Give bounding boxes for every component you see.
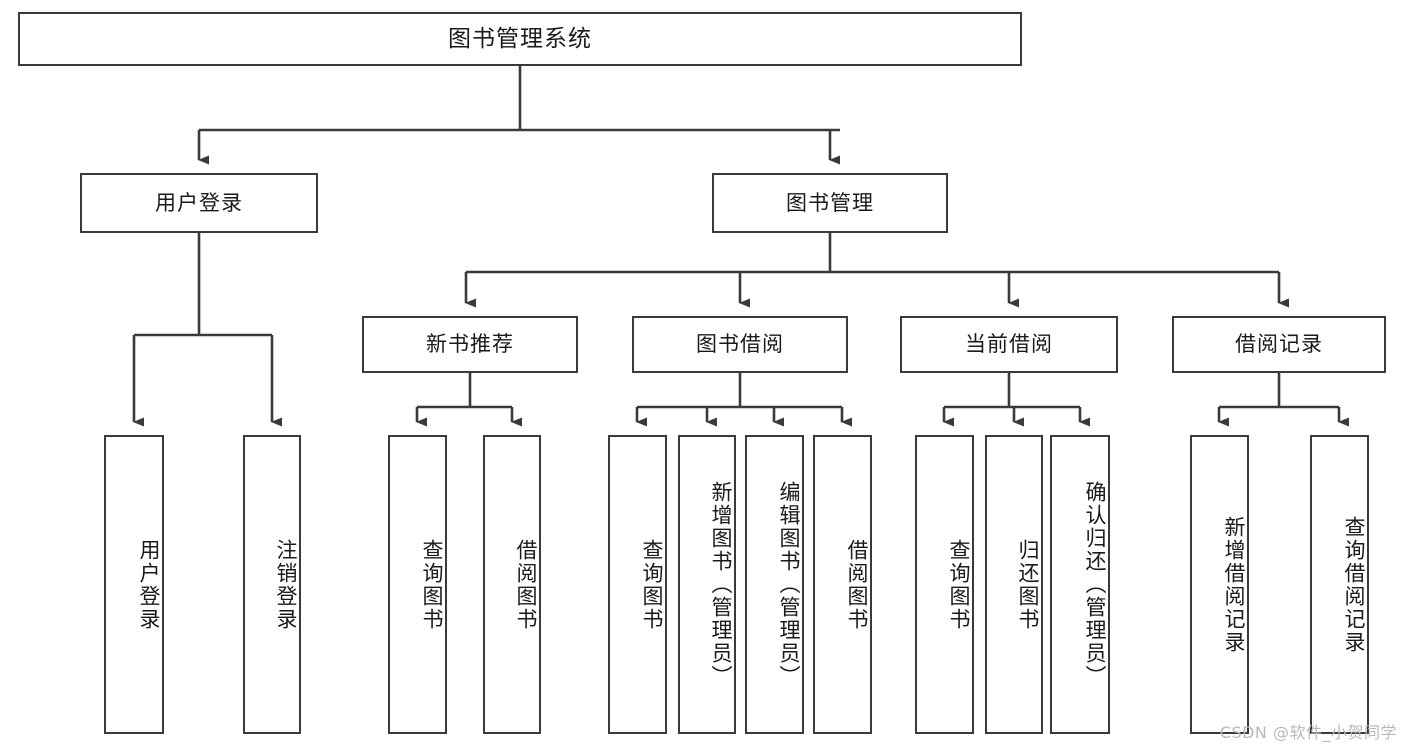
watermark-text: CSDN @软件_小贺同学 xyxy=(1219,723,1397,742)
node-user-login[interactable]: 用户登录 xyxy=(80,173,318,233)
node-book-borrow[interactable]: 图书借阅 xyxy=(632,316,848,373)
node-borrow-record[interactable]: 借阅记录 xyxy=(1172,316,1386,373)
node-leaf-borrow-book-1[interactable]: 借阅图书 xyxy=(483,435,541,734)
node-leaf-query-borrow-record[interactable]: 查询借阅记录 xyxy=(1310,435,1369,734)
node-label: 借阅记录 xyxy=(1235,332,1323,357)
node-label: 图书管理 xyxy=(786,190,874,215)
node-leaf-confirm-return-admin[interactable]: 确认归还（管理员） xyxy=(1050,435,1110,734)
node-leaf-logout[interactable]: 注销登录 xyxy=(243,435,301,734)
edge-root-to-level2 xyxy=(197,66,840,165)
node-label: 编辑图书（管理员） xyxy=(777,481,801,688)
node-book-management[interactable]: 图书管理 xyxy=(712,173,948,233)
node-leaf-return-book[interactable]: 归还图书 xyxy=(985,435,1043,734)
node-label: 图书管理系统 xyxy=(448,25,592,52)
node-leaf-borrow-book-2[interactable]: 借阅图书 xyxy=(813,435,872,734)
node-current-borrow[interactable]: 当前借阅 xyxy=(900,316,1118,373)
node-label: 借阅图书 xyxy=(845,538,869,631)
node-leaf-query-book-2[interactable]: 查询图书 xyxy=(608,435,667,734)
node-label: 归还图书 xyxy=(1016,538,1040,631)
node-label: 确认归还（管理员） xyxy=(1083,481,1107,688)
node-label: 查询图书 xyxy=(420,538,444,631)
edge-currentborrow-to-leaves xyxy=(942,373,1090,427)
node-label: 图书借阅 xyxy=(696,332,784,357)
edge-userlogin-to-leaves xyxy=(132,233,282,427)
edge-borrowrecord-to-leaves xyxy=(1217,373,1349,427)
node-leaf-edit-book-admin[interactable]: 编辑图书（管理员） xyxy=(745,435,804,734)
node-label: 查询借阅记录 xyxy=(1342,515,1366,654)
node-leaf-query-book-1[interactable]: 查询图书 xyxy=(388,435,447,734)
edge-bookborrow-to-leaves xyxy=(635,373,852,427)
node-label: 用户登录 xyxy=(137,538,161,631)
node-label: 新增借阅记录 xyxy=(1222,515,1246,654)
node-leaf-user-login[interactable]: 用户登录 xyxy=(104,435,164,734)
node-label: 新增图书（管理员） xyxy=(709,481,733,688)
node-leaf-query-book-3[interactable]: 查询图书 xyxy=(915,435,974,734)
node-root-system[interactable]: 图书管理系统 xyxy=(18,12,1022,66)
node-label: 查询图书 xyxy=(640,538,664,631)
node-label: 查询图书 xyxy=(947,538,971,631)
node-new-book-recommend[interactable]: 新书推荐 xyxy=(362,316,578,373)
node-leaf-add-book-admin[interactable]: 新增图书（管理员） xyxy=(678,435,736,734)
node-label: 用户登录 xyxy=(155,190,243,215)
node-leaf-add-borrow-record[interactable]: 新增借阅记录 xyxy=(1190,435,1249,734)
node-label: 注销登录 xyxy=(274,538,298,631)
node-label: 新书推荐 xyxy=(426,332,514,357)
edge-bookmanage-to-level3 xyxy=(464,233,1289,308)
node-label: 借阅图书 xyxy=(514,538,538,631)
edge-newbook-to-leaves xyxy=(415,373,522,427)
node-label: 当前借阅 xyxy=(965,332,1053,357)
